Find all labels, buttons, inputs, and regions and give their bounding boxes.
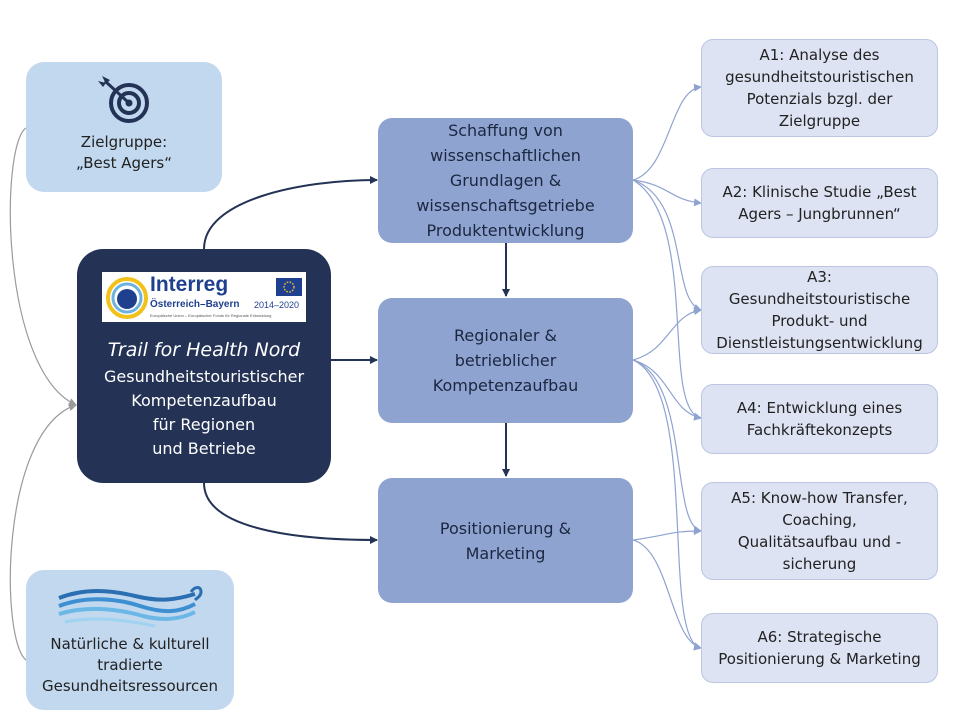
resources-box: Natürliche & kulturell tradierte Gesundh… — [26, 570, 234, 710]
pillar-2-label-line: Regionaler & — [453, 326, 557, 345]
activity-a6: A6: Strategische Positionierung & Market… — [701, 613, 938, 683]
target-group-label-line: „Best Agers“ — [76, 154, 172, 172]
arrow-center-to-pillar-1 — [203, 176, 378, 250]
activity-a1-line: A1: Analyse des — [759, 46, 880, 64]
project-center-box: Interreg Österreich–Bayern 2014–2020 Eur… — [77, 249, 331, 483]
activity-a3-line: A3: — [807, 268, 832, 286]
interreg-logo-years: 2014–2020 — [254, 300, 300, 310]
water-waves-icon — [58, 586, 203, 628]
activity-a6-line: Positionierung & Marketing — [718, 650, 921, 668]
activity-a2-line: Agers – Jungbrunnen“ — [738, 205, 901, 223]
arrows-pillar-3-to-activities — [632, 527, 702, 651]
pillar-1-label-line: wissenschaftlichen — [430, 146, 581, 165]
resources-label-line: tradierte — [97, 656, 163, 674]
activity-a1-line: gesundheitstouristischen — [725, 68, 914, 86]
pillar-1-label-line: wissenschaftsgetriebe — [416, 196, 595, 215]
arrow-center-to-pillar-3 — [203, 482, 378, 544]
activity-a4-line: A4: Entwicklung eines — [736, 399, 903, 417]
arrow-target-group-to-center — [9, 127, 77, 406]
activity-a3: A3: Gesundheitstouristische Produkt- und… — [701, 266, 938, 354]
project-title: Trail for Health Nord — [107, 339, 301, 361]
activity-a5-line: sicherung — [782, 555, 857, 573]
target-group-label-line: Zielgruppe: — [80, 133, 168, 151]
activity-a4: A4: Entwicklung eines Fachkräftekonzepts — [701, 384, 938, 454]
activity-a2: A2: Klinische Studie „Best Agers – Jungb… — [701, 168, 938, 238]
activity-a2-line: A2: Klinische Studie „Best — [722, 183, 917, 201]
pillar-1-label-line: Produktentwicklung — [426, 221, 585, 240]
pillar-3-label-line: Positionierung & — [439, 518, 572, 538]
pillar-3-label-line: Marketing — [465, 543, 546, 563]
pillar-positioning-marketing: Positionierung & Marketing — [378, 478, 633, 603]
arrow-resources-to-center — [9, 403, 77, 661]
eu-flag-icon — [276, 278, 302, 296]
activity-a4-line: Fachkräftekonzepts — [746, 421, 893, 439]
activity-a6-line: A6: Strategische — [757, 628, 882, 646]
pillar-research-foundations: Schaffung von wissenschaftlichen Grundla… — [378, 118, 633, 243]
project-subtitle-line: für Regionen — [152, 415, 256, 434]
project-subtitle-line: Kompetenzaufbau — [131, 391, 277, 410]
target-group-box: Zielgruppe: „Best Agers“ — [26, 62, 222, 192]
resources-label-line: Gesundheitsressourcen — [41, 677, 218, 695]
activity-a1-line: Potenzials bzgl. der — [746, 90, 893, 108]
activity-a5-line: Coaching, — [782, 511, 857, 529]
arrows-pillar-1-to-activities — [632, 83, 702, 421]
activity-a1: A1: Analyse des gesundheitstouristischen… — [701, 39, 938, 137]
arrows-pillar-2-to-activities — [632, 307, 702, 651]
activity-a3-line: Gesundheitstouristische — [728, 290, 911, 308]
activity-a5: A5: Know-how Transfer, Coaching, Qualitä… — [701, 482, 938, 580]
pillar-2-label-line: Kompetenzaufbau — [432, 376, 579, 395]
pillar-competence-building: Regionaler & betrieblicher Kompetenzaufb… — [378, 298, 633, 423]
project-subtitle-line: und Betriebe — [152, 439, 256, 458]
interreg-logo-footnote: Europäische Union – Europäischer Fonds f… — [150, 313, 272, 318]
interreg-logo: Interreg Österreich–Bayern 2014–2020 Eur… — [102, 272, 306, 322]
activity-a5-line: Qualitätsaufbau und - — [737, 533, 902, 551]
pillar-2-label-line: betrieblicher — [454, 351, 557, 370]
interreg-logo-title: Interreg — [150, 273, 229, 296]
interreg-swirl-icon — [106, 277, 148, 319]
interreg-logo-region: Österreich–Bayern — [150, 299, 240, 310]
activity-a1-line: Zielgruppe — [778, 112, 861, 130]
activity-a3-line: Dienstleistungsentwicklung — [716, 334, 923, 352]
activity-a5-line: A5: Know-how Transfer, — [731, 489, 908, 507]
resources-label-line: Natürliche & kulturell — [50, 635, 210, 653]
project-subtitle-line: Gesundheitstouristischer — [103, 367, 305, 386]
target-arrow-icon — [98, 76, 149, 123]
activity-a3-line: Produkt- und — [771, 312, 868, 330]
pillar-1-label-line: Grundlagen & — [449, 171, 562, 190]
pillar-1-label-line: Schaffung von — [448, 121, 563, 140]
